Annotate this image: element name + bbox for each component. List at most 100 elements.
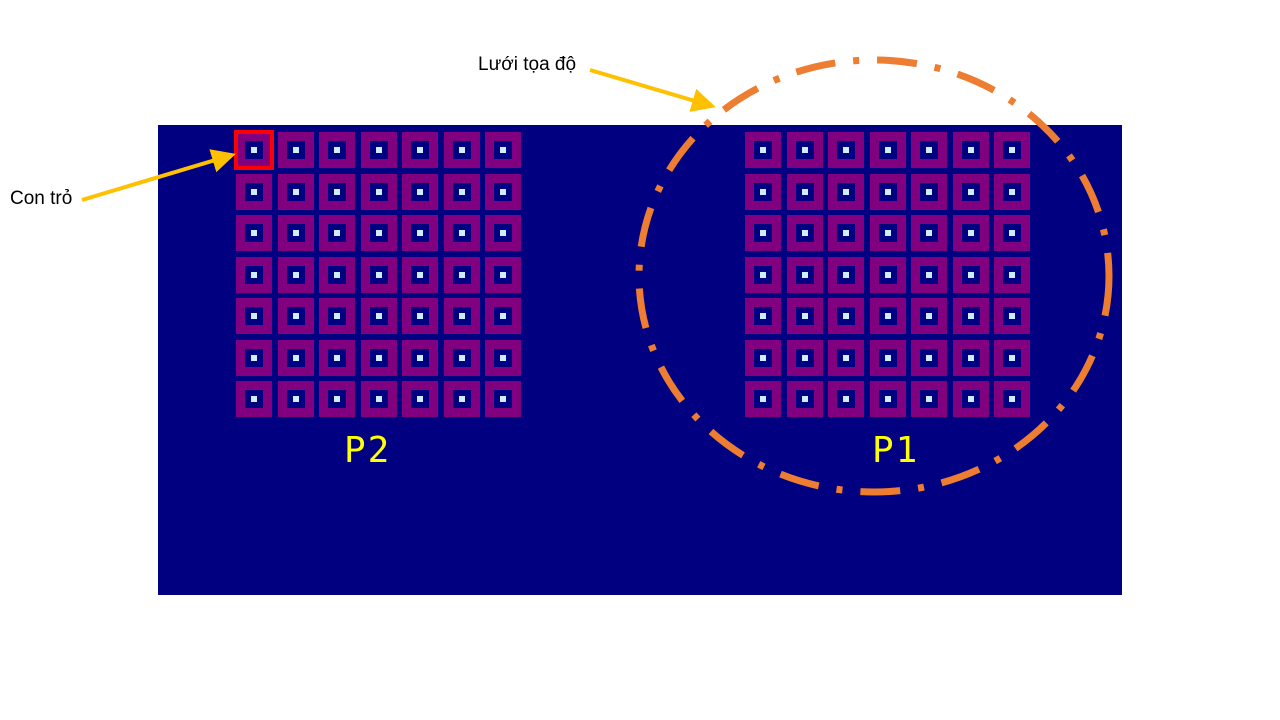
grid-cell[interactable] <box>277 339 314 376</box>
grid-cell[interactable] <box>745 215 781 251</box>
grid-cell[interactable] <box>360 298 397 334</box>
grid-cell[interactable] <box>911 256 947 293</box>
grid-cell[interactable] <box>277 215 314 251</box>
grid-cell[interactable] <box>443 132 480 168</box>
grid-cell[interactable] <box>786 132 823 168</box>
grid-cell[interactable] <box>319 256 355 293</box>
grid-cell[interactable] <box>952 132 989 168</box>
grid-cell[interactable] <box>869 173 906 210</box>
grid-cell[interactable] <box>869 339 906 376</box>
grid-cell[interactable] <box>360 256 397 293</box>
grid-cell[interactable] <box>277 132 314 168</box>
grid-cell[interactable] <box>828 298 864 334</box>
p1-coordinate-grid <box>745 132 1030 417</box>
grid-cell[interactable] <box>745 132 781 168</box>
grid-cell[interactable] <box>402 339 438 376</box>
grid-cell[interactable] <box>745 339 781 376</box>
grid-cell[interactable] <box>443 256 480 293</box>
grid-cell[interactable] <box>745 256 781 293</box>
grid-cell[interactable] <box>360 173 397 210</box>
grid-cell[interactable] <box>869 256 906 293</box>
grid-cell[interactable] <box>786 339 823 376</box>
grid-cell[interactable] <box>745 381 781 417</box>
grid-cell[interactable] <box>236 339 272 376</box>
grid-cell[interactable] <box>869 132 906 168</box>
grid-cell[interactable] <box>952 381 989 417</box>
grid-cell[interactable] <box>402 132 438 168</box>
grid-cell[interactable] <box>869 215 906 251</box>
grid-cell[interactable] <box>443 339 480 376</box>
grid-cell[interactable] <box>277 298 314 334</box>
grid-cell[interactable] <box>994 173 1030 210</box>
grid-cell[interactable] <box>402 173 438 210</box>
grid-cell[interactable] <box>319 339 355 376</box>
grid-cell[interactable] <box>911 381 947 417</box>
grid-cell[interactable] <box>402 381 438 417</box>
grid-cell[interactable] <box>786 256 823 293</box>
grid-cell[interactable] <box>485 339 521 376</box>
grid-cell[interactable] <box>786 215 823 251</box>
grid-cell[interactable] <box>994 298 1030 334</box>
grid-annotation-label: Lưới tọa độ <box>478 54 577 75</box>
grid-cell[interactable] <box>869 381 906 417</box>
grid-cell[interactable] <box>236 256 272 293</box>
grid-cell[interactable] <box>319 132 355 168</box>
grid-cell[interactable] <box>236 173 272 210</box>
grid-cell[interactable] <box>952 339 989 376</box>
grid-cell[interactable] <box>994 215 1030 251</box>
grid-cell[interactable] <box>360 381 397 417</box>
grid-cell[interactable] <box>952 173 989 210</box>
grid-cell[interactable] <box>360 132 397 168</box>
grid-cell[interactable] <box>869 298 906 334</box>
grid-cell[interactable] <box>911 298 947 334</box>
grid-cell[interactable] <box>786 381 823 417</box>
grid-cell[interactable] <box>402 215 438 251</box>
grid-cell[interactable] <box>828 256 864 293</box>
grid-cell[interactable] <box>994 381 1030 417</box>
grid-cell[interactable] <box>443 298 480 334</box>
grid-cell[interactable] <box>236 298 272 334</box>
grid-cell[interactable] <box>786 173 823 210</box>
grid-cell[interactable] <box>786 298 823 334</box>
grid-cell[interactable] <box>828 215 864 251</box>
grid-cell[interactable] <box>485 173 521 210</box>
grid-cell[interactable] <box>443 173 480 210</box>
grid-cell[interactable] <box>360 215 397 251</box>
grid-cell[interactable] <box>911 215 947 251</box>
grid-cell[interactable] <box>952 298 989 334</box>
grid-cell[interactable] <box>319 215 355 251</box>
grid-cell[interactable] <box>319 381 355 417</box>
grid-cell[interactable] <box>443 215 480 251</box>
grid-cell[interactable] <box>911 173 947 210</box>
grid-cell[interactable] <box>277 256 314 293</box>
grid-cell[interactable] <box>485 215 521 251</box>
grid-cell[interactable] <box>828 381 864 417</box>
grid-cell[interactable] <box>994 256 1030 293</box>
grid-cell[interactable] <box>828 132 864 168</box>
grid-cell[interactable] <box>360 339 397 376</box>
grid-cell[interactable] <box>485 298 521 334</box>
grid-cell[interactable] <box>402 256 438 293</box>
grid-cell[interactable] <box>828 339 864 376</box>
grid-cell[interactable] <box>236 215 272 251</box>
grid-cell[interactable] <box>994 339 1030 376</box>
cursor-cell[interactable] <box>234 130 274 170</box>
grid-cell[interactable] <box>911 132 947 168</box>
grid-cell[interactable] <box>952 215 989 251</box>
grid-cell[interactable] <box>402 298 438 334</box>
grid-cell[interactable] <box>994 132 1030 168</box>
grid-cell[interactable] <box>952 256 989 293</box>
grid-cell[interactable] <box>745 298 781 334</box>
grid-cell[interactable] <box>485 381 521 417</box>
grid-cell[interactable] <box>277 173 314 210</box>
grid-cell[interactable] <box>443 381 480 417</box>
grid-cell[interactable] <box>485 132 521 168</box>
grid-cell[interactable] <box>911 339 947 376</box>
grid-cell[interactable] <box>745 173 781 210</box>
grid-cell[interactable] <box>319 173 355 210</box>
grid-cell[interactable] <box>277 381 314 417</box>
grid-cell[interactable] <box>828 173 864 210</box>
grid-cell[interactable] <box>319 298 355 334</box>
grid-cell[interactable] <box>236 381 272 417</box>
grid-cell[interactable] <box>485 256 521 293</box>
